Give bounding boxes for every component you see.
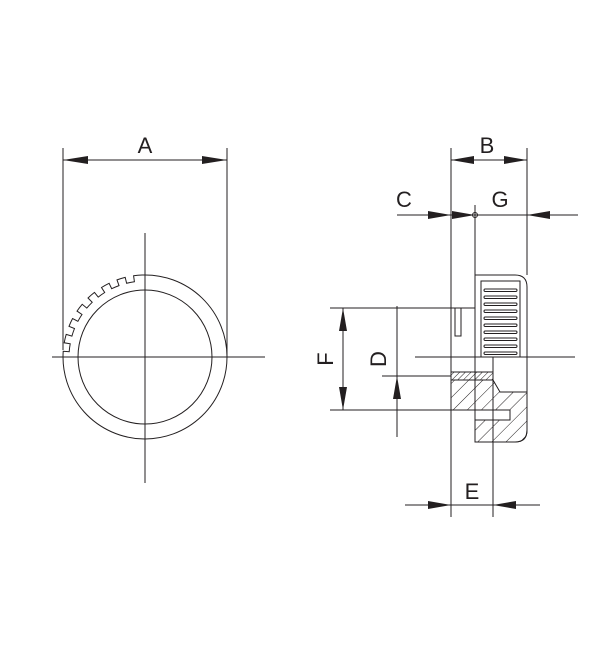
dim-label-A: A	[138, 133, 153, 158]
arrow-icon	[339, 387, 347, 410]
arrow-icon	[63, 156, 88, 164]
dim-point	[472, 212, 478, 218]
arrow-icon	[527, 211, 550, 219]
arrow-icon	[428, 501, 451, 509]
knurl-rib	[483, 330, 518, 334]
arrow-icon	[428, 211, 451, 219]
knurl-rib	[483, 337, 518, 341]
arrow-icon	[504, 156, 527, 164]
front-view: A	[52, 133, 265, 483]
inner-circle	[77, 289, 213, 425]
dim-label-E: E	[465, 479, 480, 504]
arrow-icon	[451, 156, 474, 164]
arrow-icon	[393, 376, 401, 399]
dim-label-B: B	[480, 133, 495, 158]
knurl-rib	[483, 316, 518, 320]
knurl-lines	[483, 288, 518, 355]
knurl-rib	[483, 351, 518, 355]
side-view: B C G F D E	[313, 133, 578, 517]
dim-label-C: C	[396, 187, 412, 212]
arrow-icon	[339, 308, 347, 331]
knurl-rib	[483, 295, 518, 299]
dim-label-G: G	[491, 187, 508, 212]
knurl-rib	[483, 323, 518, 327]
outer-ring-knurled	[62, 274, 228, 440]
arrow-icon	[452, 211, 475, 219]
arrow-icon	[493, 501, 516, 509]
dim-label-F: F	[313, 352, 338, 365]
arrow-icon	[202, 156, 227, 164]
knurl-rib	[483, 302, 518, 306]
knurl-rib	[483, 309, 518, 313]
dim-label-D: D	[366, 351, 391, 367]
body-section	[450, 379, 528, 443]
knurl-rib	[483, 288, 518, 292]
thread-insert-section	[450, 371, 494, 381]
hub-mark	[454, 307, 462, 337]
knurl-rib	[483, 344, 518, 348]
